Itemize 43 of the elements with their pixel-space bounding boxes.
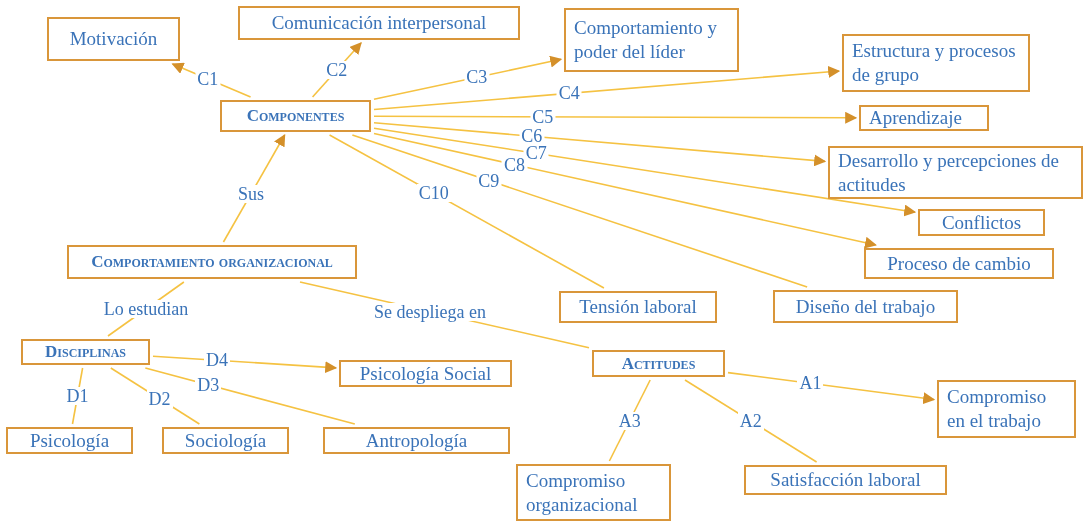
concept-box: Compromiso organizacional <box>516 464 671 521</box>
heading-box: Disciplinas <box>21 339 150 365</box>
concept-box: Aprendizaje <box>859 105 989 131</box>
concept-box: Comportamiento y poder del líder <box>564 8 739 72</box>
concept-box: Diseño del trabajo <box>773 290 958 323</box>
concept-box: Motivación <box>47 17 180 61</box>
arrow <box>373 132 877 249</box>
concept-box: Compromiso en el trabajo <box>937 380 1076 438</box>
edge-label: D2 <box>146 389 173 408</box>
edge-label: D1 <box>64 387 91 405</box>
heading-box: Componentes <box>220 100 371 132</box>
edge-label: C5 <box>530 107 556 126</box>
concept-box: Desarrollo y percepciones de actitudes <box>828 146 1083 199</box>
concept-box: Psicología <box>6 427 133 454</box>
edge-label: C2 <box>324 61 350 79</box>
concept-box: Psicología Social <box>339 360 512 387</box>
concept-box: Satisfacción laboral <box>744 465 947 495</box>
arrow <box>373 111 858 124</box>
concept-box: Comunicación interpersonal <box>238 6 520 40</box>
arrow <box>373 121 827 167</box>
edge-label: C9 <box>476 171 502 190</box>
edge-label: Se despliega en <box>372 302 488 321</box>
edge-label: C10 <box>416 184 451 203</box>
edge-label: A2 <box>737 412 764 430</box>
edge-label: Lo estudian <box>101 300 191 318</box>
connector-line <box>144 367 356 425</box>
edge-label: A3 <box>616 411 643 430</box>
concept-box: Conflictos <box>918 209 1045 236</box>
connector-line <box>351 134 808 288</box>
arrow <box>727 371 936 405</box>
concept-box: Estructura y procesos de grupo <box>842 34 1030 92</box>
heading-box: Comportamiento organizacional <box>67 245 357 279</box>
edge-label: C8 <box>502 155 527 174</box>
concept-box: Tensión laboral <box>559 291 717 323</box>
edge-label: D3 <box>195 375 222 394</box>
concept-box: Proceso de cambio <box>864 248 1054 279</box>
concept-box: Antropología <box>323 427 510 454</box>
concept-box: Sociología <box>162 427 289 454</box>
connector-line <box>328 134 605 289</box>
arrow <box>373 127 917 217</box>
edge-label: C1 <box>195 69 221 88</box>
heading-box: Actitudes <box>592 350 725 377</box>
arrow <box>373 65 841 111</box>
